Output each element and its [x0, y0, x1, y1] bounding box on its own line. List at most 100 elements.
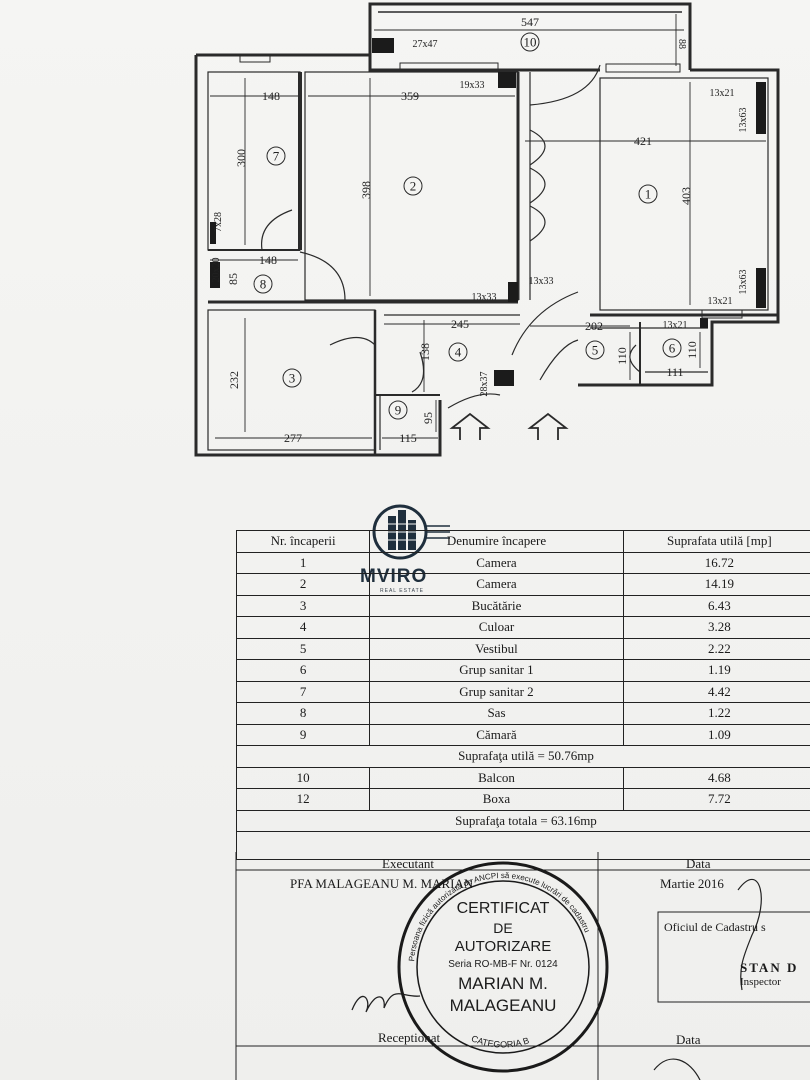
- cell-nr: 4: [235, 616, 371, 639]
- cell-name: Grup sanitar 1: [369, 659, 624, 682]
- header-name: Denumire încapere: [369, 530, 624, 553]
- cell-area: 2.22: [622, 637, 810, 660]
- stamp-seal-icon: Persoana fizică autorizată de ANCPI să e…: [397, 861, 609, 1073]
- label-window-13x21-bot: 13x21: [708, 296, 733, 307]
- cell-name: Culoar: [369, 616, 624, 639]
- executant-label: Executant: [382, 856, 434, 871]
- label-window-7x28: 7x28: [213, 212, 224, 232]
- office-role: Inspector: [740, 976, 781, 988]
- balcony-wall: [368, 2, 692, 70]
- subtotal-row: Suprafaţa utilă = 50.76mp: [236, 745, 810, 768]
- dim-balcony-width: 547: [521, 15, 539, 29]
- spacer-row: [236, 831, 810, 860]
- label-window-13x63-top: 13x63: [738, 108, 749, 133]
- stamp-line-3: AUTORIZARE: [454, 938, 552, 955]
- cell-nr: 1: [235, 551, 371, 574]
- cell-name: Camera: [369, 573, 624, 596]
- cell-name: Balcon: [369, 766, 624, 789]
- room-number-3: 3: [289, 371, 296, 386]
- cell-name: Vestibul: [369, 637, 624, 660]
- cell-nr: 5: [235, 637, 371, 660]
- stamp-line-1: CERTIFICAT: [456, 900, 550, 917]
- door-arc-entry: [511, 291, 579, 356]
- entry-arrow-right: [527, 412, 569, 440]
- cell-nr: 2: [235, 573, 371, 596]
- stamp-line-4: Seria RO-MB-F Nr. 0124: [448, 959, 558, 970]
- door-arc-r8: [299, 251, 346, 301]
- label-window-13x33-b: 13x33: [472, 292, 497, 303]
- room-number-4: 4: [455, 345, 462, 360]
- cell-area: 6.43: [622, 594, 810, 617]
- label-window-27x47: 27x47: [413, 39, 438, 50]
- cell-name: Grup sanitar 2: [369, 680, 624, 703]
- office-text: Oficiul de Cadastru s: [664, 920, 766, 934]
- door-arc-balcony: [529, 64, 601, 106]
- total-row: Suprafaţa totala = 63.16mp: [236, 809, 810, 832]
- label-window-13x21-top: 13x21: [710, 88, 735, 99]
- subtotal-cell: Suprafaţa utilă = 50.76mp: [236, 745, 810, 768]
- room-number-1: 1: [645, 187, 652, 202]
- stamp-line-6: MALAGEANU: [449, 996, 557, 1015]
- dim-r3-width: 277: [284, 431, 302, 445]
- dim-r2-height: 398: [359, 181, 373, 199]
- authorization-stamp: Persoana fizică autorizată de ANCPI să e…: [394, 858, 612, 1076]
- cell-nr: 7: [235, 680, 371, 703]
- dim-r3-height: 232: [227, 371, 241, 389]
- cell-name: Cămară: [369, 723, 624, 746]
- stamp-line-2: DE: [493, 920, 513, 936]
- cell-area: 4.68: [622, 766, 810, 789]
- room-number-9: 9: [395, 403, 402, 418]
- cell-nr: 8: [235, 702, 371, 725]
- svg-text:CATEGORIA B: CATEGORIA B: [470, 1033, 530, 1049]
- entry-arrow-left: [449, 412, 491, 440]
- cell-name: Camera: [369, 551, 624, 574]
- label-window-13x21-r6: 13x21: [663, 320, 688, 331]
- door-arc-r6: [629, 344, 641, 373]
- header-nr: Nr. încaperii: [235, 530, 371, 553]
- cell-nr: 12: [235, 788, 371, 811]
- dim-r5-width: 202: [585, 319, 603, 333]
- label-window-13x63-bot: 13x63: [738, 270, 749, 295]
- dim-r7-width: 148: [262, 89, 280, 103]
- room-3-outline: [207, 309, 376, 451]
- outer-wall-left: [194, 55, 442, 457]
- door-arc-r3: [329, 336, 376, 346]
- dim-r9-width: 115: [399, 431, 417, 445]
- room-number-8: 8: [260, 277, 267, 292]
- room-2-outline: [304, 71, 519, 301]
- dim-r1-width: 421: [634, 134, 652, 148]
- cell-area: 4.42: [622, 680, 810, 703]
- label-window-19x33: 19x33: [460, 80, 485, 91]
- executant-name: PFA MALAGEANU M. MARIAN: [290, 876, 474, 891]
- label-window-20x20: 20x20: [211, 258, 222, 283]
- stamp-ring-bottom: CATEGORIA B: [470, 1033, 530, 1049]
- office-name: STAN D: [740, 960, 799, 975]
- outer-wall-right: [578, 68, 780, 387]
- door-arc-r9: [411, 351, 425, 393]
- dim-r8-width: 148: [259, 253, 277, 267]
- cell-nr: 6: [235, 659, 371, 682]
- spacer-cell: [236, 831, 810, 860]
- label-window-13x33-a: 13x33: [529, 276, 554, 287]
- cell-area: 14.19: [622, 573, 810, 596]
- room-number-5: 5: [592, 343, 599, 358]
- date-label: Data: [686, 856, 711, 871]
- dim-r5-height: 110: [615, 347, 629, 365]
- header-area: Suprafata utilă [mp]: [622, 530, 810, 553]
- room-1-outline: [599, 77, 769, 311]
- cell-area: 1.09: [622, 723, 810, 746]
- cell-area: 3.28: [622, 616, 810, 639]
- dim-balcony-right: 88: [676, 39, 687, 49]
- stamp-line-5: MARIAN M.: [458, 974, 548, 993]
- cell-name: Boxa: [369, 788, 624, 811]
- door-arc-r7: [260, 209, 293, 251]
- cell-name: Bucătărie: [369, 594, 624, 617]
- outer-wall-top: [196, 53, 600, 72]
